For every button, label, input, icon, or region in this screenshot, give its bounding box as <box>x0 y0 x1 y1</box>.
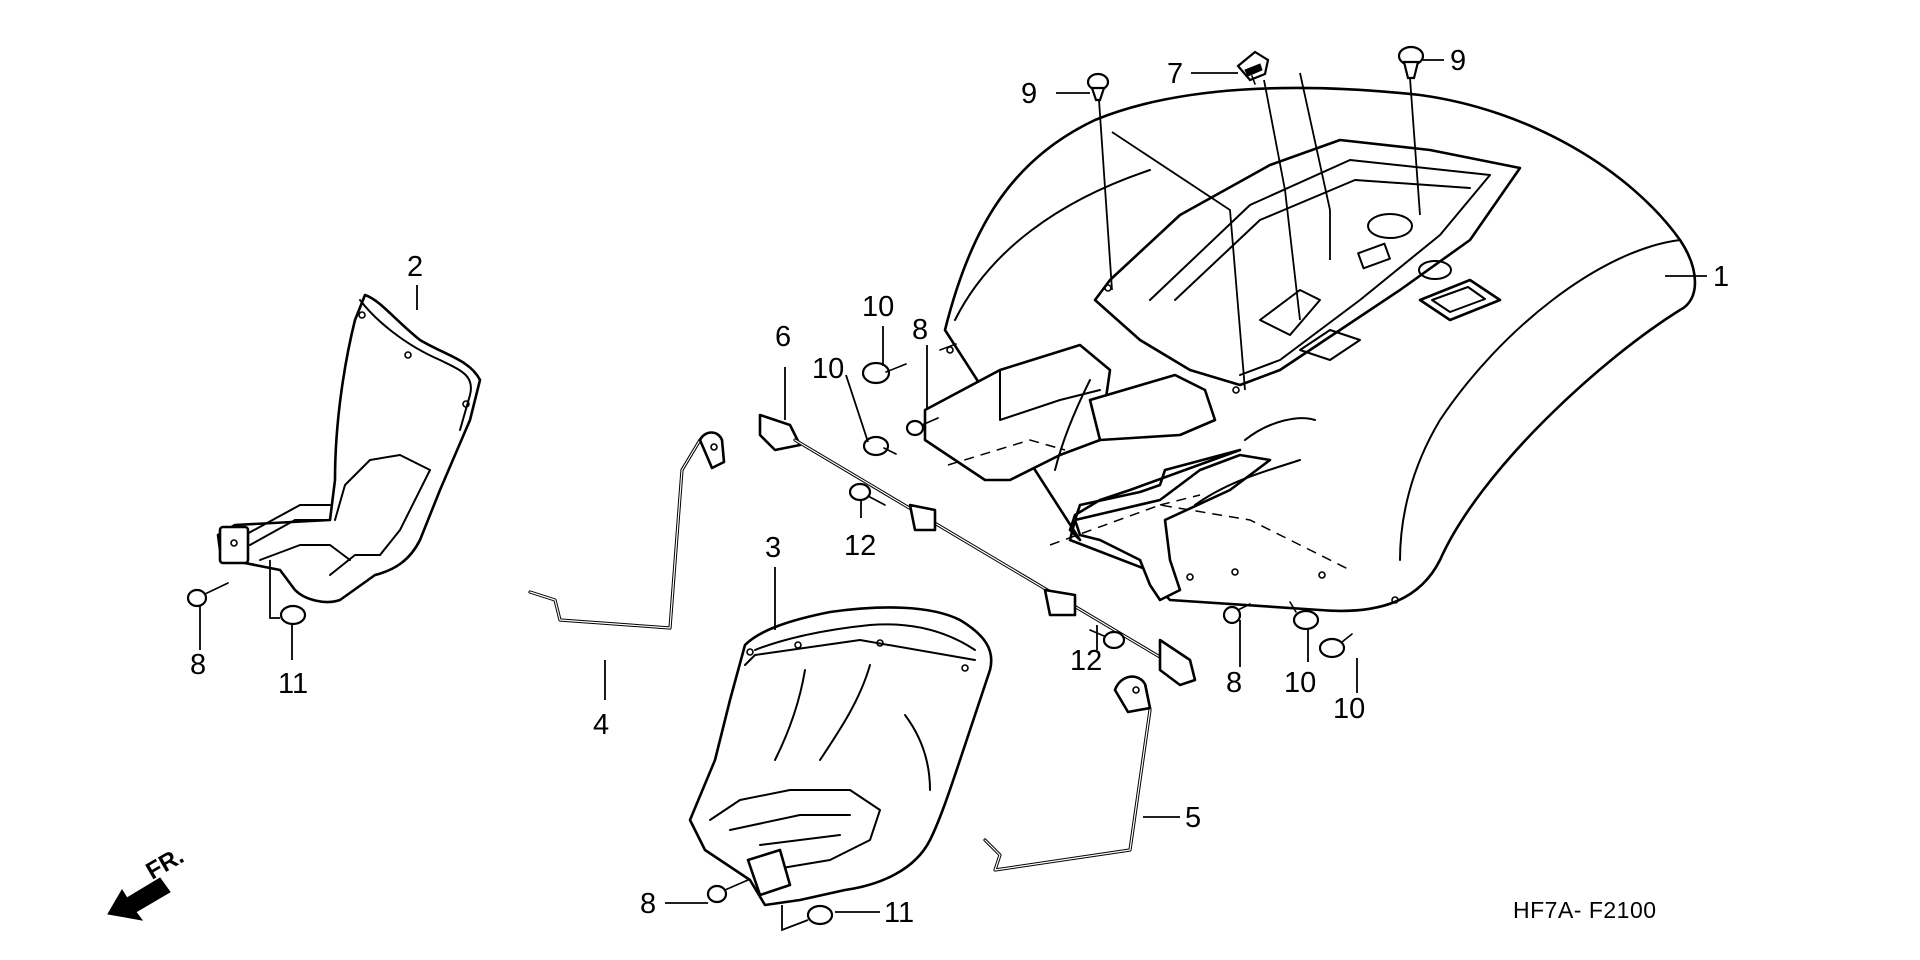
callout-9-left: 9 <box>1021 78 1037 110</box>
callout-12-a: 12 <box>844 530 876 562</box>
clip-10-c <box>1289 601 1320 631</box>
nut-11-bottom <box>806 904 834 926</box>
callout-9-right: 9 <box>1450 45 1466 77</box>
nut-11-left <box>279 604 307 626</box>
callout-8-left: 8 <box>190 649 206 681</box>
rear-fender-part-1 <box>923 86 1697 613</box>
callout-3: 3 <box>765 532 781 564</box>
cross-bracket-part-6 <box>758 413 1197 687</box>
callout-11-left: 11 <box>278 668 308 700</box>
leader-lines <box>199 59 1707 932</box>
callout-11-bottom: 11 <box>884 897 914 929</box>
callout-2: 2 <box>407 251 423 283</box>
callout-10-b: 10 <box>812 353 844 385</box>
callout-10-a: 10 <box>862 291 894 323</box>
clip-10-d <box>1318 633 1353 659</box>
callout-8-right: 8 <box>1226 667 1242 699</box>
direction-label: FR. <box>142 842 189 885</box>
callout-8-center: 8 <box>912 314 928 346</box>
callout-12-b: 12 <box>1070 645 1102 677</box>
screw-8-right <box>1222 603 1251 625</box>
bolt-12-a <box>848 482 886 506</box>
callout-4: 4 <box>593 709 609 741</box>
right-stay-part-5 <box>983 675 1152 872</box>
clip-10-a <box>861 361 907 385</box>
grommet-9-right <box>1397 45 1425 80</box>
screw-8-center <box>905 417 939 437</box>
screw-8-upper <box>939 343 957 351</box>
clip-10-b <box>862 435 897 457</box>
screw-8-bottom <box>706 879 749 904</box>
callout-10-d: 10 <box>1333 693 1365 725</box>
callout-8-bottom: 8 <box>640 888 656 920</box>
callout-6: 6 <box>775 321 791 353</box>
diagram-code: HF7A- F2100 <box>1513 897 1657 923</box>
grommet-9-left <box>1086 72 1110 102</box>
callout-5: 5 <box>1185 802 1201 834</box>
left-stay-part-4 <box>528 431 726 630</box>
right-mudguard-part-3 <box>688 606 993 907</box>
callout-10-c: 10 <box>1284 667 1316 699</box>
callout-1: 1 <box>1713 261 1729 293</box>
callout-7: 7 <box>1167 58 1183 90</box>
left-mudguard-part-2 <box>216 293 482 604</box>
tail-socket-part-7 <box>1236 50 1270 85</box>
screw-8-left <box>186 582 229 608</box>
callouts: 1 2 3 4 5 6 7 8 8 8 8 9 9 10 10 10 10 11… <box>190 45 1729 929</box>
front-direction-arrow: FR. <box>107 842 189 921</box>
